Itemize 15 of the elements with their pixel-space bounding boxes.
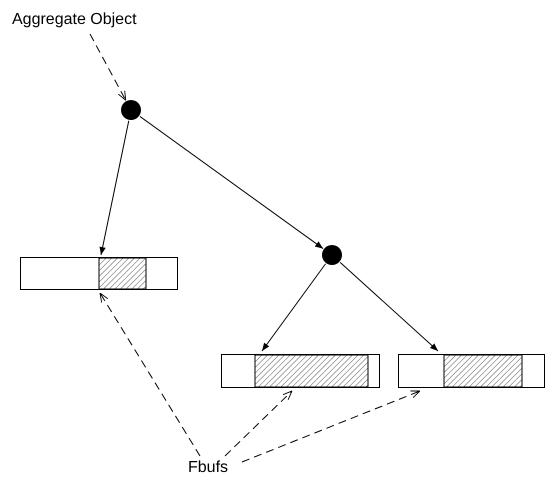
dashed-arrow: [90, 34, 126, 101]
buffer-box: [221, 354, 380, 388]
node-dot: [322, 245, 342, 265]
dashed-arrow: [224, 390, 292, 456]
buffer-box: [20, 257, 178, 290]
node-dot: [121, 100, 141, 120]
dashed-arrow: [100, 292, 200, 456]
text-label: Fbufs: [188, 458, 228, 478]
arrow: [262, 263, 326, 352]
dashed-arrow: [242, 390, 420, 462]
arrow: [99, 120, 130, 256]
arrow: [340, 262, 438, 352]
buffer-box: [398, 354, 545, 388]
arrow: [139, 116, 324, 250]
text-label: Aggregate Object: [12, 10, 137, 30]
